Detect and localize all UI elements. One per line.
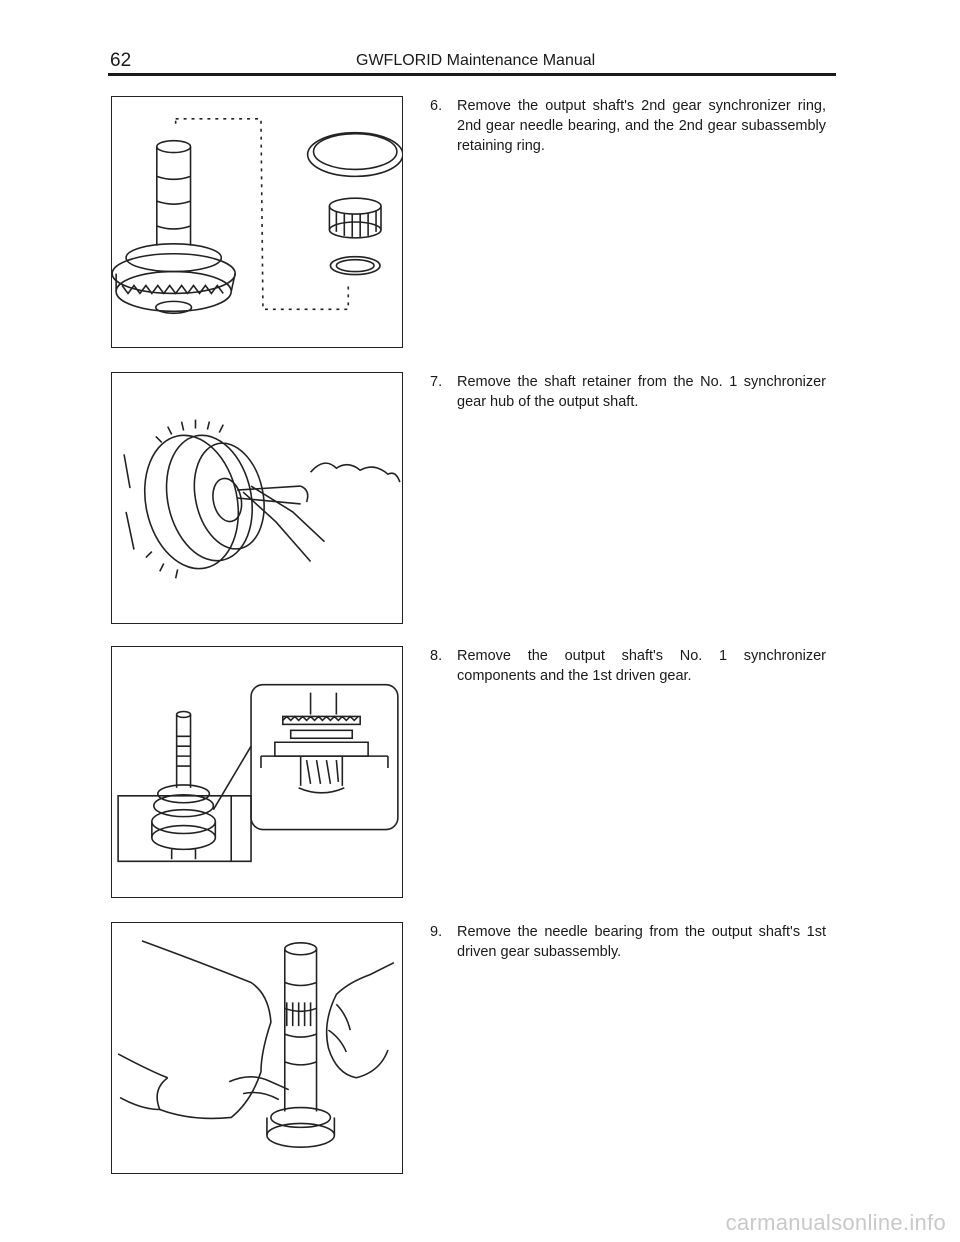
step-number: 6. xyxy=(430,98,443,114)
illustration-shaft-retainer-removal xyxy=(123,419,401,579)
manual-title: GWFLORID Maintenance Manual xyxy=(356,52,596,69)
step-text: Remove the output shaft's 2nd gear synch… xyxy=(457,98,826,154)
figure-step-6 xyxy=(111,96,403,348)
page-header: 62 GWFLORID Maintenance Manual xyxy=(108,46,836,76)
figure-step-9 xyxy=(111,922,403,1174)
illustration-synchronizer-components xyxy=(117,683,399,863)
step-number: 7. xyxy=(430,374,443,390)
figure-step-7 xyxy=(111,372,403,624)
step-text: Remove the needle bearing from the outpu… xyxy=(457,924,826,960)
figure-step-8 xyxy=(111,646,403,898)
step-text: Remove the shaft retainer from the No. 1… xyxy=(457,374,826,410)
step-6: 6. Remove the output shaft's 2nd gear sy… xyxy=(430,96,826,156)
header-rule xyxy=(108,73,836,76)
step-number: 9. xyxy=(430,924,443,940)
illustration-needle-bearing-removal xyxy=(117,940,395,1148)
step-7: 7. Remove the shaft retainer from the No… xyxy=(430,372,826,412)
watermark: carmanualsonline.info xyxy=(725,1210,946,1235)
step-number: 8. xyxy=(430,648,443,664)
step-text: Remove the output shaft's No. 1 synchron… xyxy=(457,648,826,684)
step-8: 8. Remove the output shaft's No. 1 synch… xyxy=(430,646,826,686)
illustration-output-shaft-parts xyxy=(112,118,402,315)
page-number: 62 xyxy=(110,50,132,71)
step-9: 9. Remove the needle bearing from the ou… xyxy=(430,922,826,962)
